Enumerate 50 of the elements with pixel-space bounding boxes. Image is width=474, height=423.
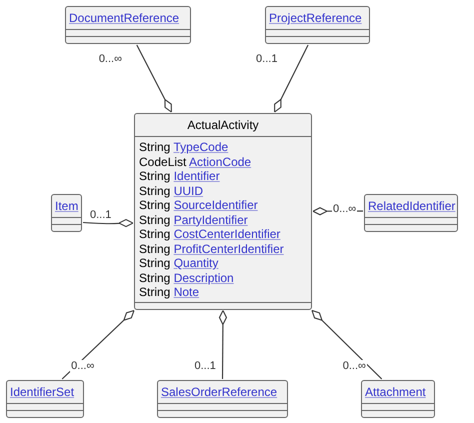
multiplicity-label: 0...∞ xyxy=(98,53,123,65)
multiplicity-label: 0...∞ xyxy=(332,203,358,216)
class-box xyxy=(157,380,288,418)
attribute-type: String xyxy=(139,270,170,284)
class-box xyxy=(364,194,458,232)
attribute-link: PartyIdentifier xyxy=(174,212,248,226)
class-name: ActualActivity xyxy=(187,118,259,132)
class-box xyxy=(265,6,370,44)
aggregation-line xyxy=(82,219,134,228)
class-link: DocumentReference xyxy=(69,11,180,25)
class-link: SalesOrderReference xyxy=(161,385,278,399)
class-box xyxy=(361,380,435,418)
attribute-type: String xyxy=(139,256,170,270)
class-box xyxy=(51,194,82,232)
multiplicity-label: 0...1 xyxy=(255,53,278,65)
attribute-link: Quantity xyxy=(174,256,218,270)
class-box xyxy=(134,113,312,310)
attribute-type: String xyxy=(139,227,170,241)
class-box xyxy=(6,380,84,418)
aggregation-line xyxy=(218,310,227,379)
multiplicity-label: 0...∞ xyxy=(342,360,367,372)
attribute-link: UUID xyxy=(174,184,204,198)
attribute-type: CodeList xyxy=(139,154,186,168)
class-link: Attachment xyxy=(365,385,426,399)
attribute-link: Description xyxy=(174,270,234,284)
attribute-link: ProfitCenterIdentifier xyxy=(174,242,284,256)
attribute-type: String xyxy=(139,212,170,226)
attribute-type: String xyxy=(139,285,170,299)
aggregation-line xyxy=(136,44,172,113)
attribute-link: ActionCode xyxy=(189,154,252,168)
attribute-link: TypeCode xyxy=(173,140,228,154)
multiplicity-label: 0...∞ xyxy=(70,360,96,372)
class-link: Item xyxy=(55,199,78,213)
attribute-link: Identifier xyxy=(174,169,220,183)
aggregation-line xyxy=(274,44,309,113)
attribute-type: String xyxy=(139,198,170,212)
attribute-type: String xyxy=(139,242,170,256)
attribute-link: SourceIdentifier xyxy=(174,198,258,212)
class-link: RelatedIdentifier xyxy=(368,199,456,213)
class-link: ProjectReference xyxy=(269,11,362,25)
attribute-type: String xyxy=(139,169,170,183)
class-link: IdentifierSet xyxy=(10,385,74,399)
attribute-link: CostCenterIdentifier xyxy=(174,227,280,241)
attribute-type: String xyxy=(139,140,170,154)
multiplicity-label: 0...1 xyxy=(89,208,112,220)
aggregation-line xyxy=(311,310,382,380)
attribute-type: String xyxy=(139,184,170,198)
class-box xyxy=(65,6,191,44)
attribute-link: Note xyxy=(174,285,200,299)
multiplicity-label: 0...1 xyxy=(194,360,217,372)
